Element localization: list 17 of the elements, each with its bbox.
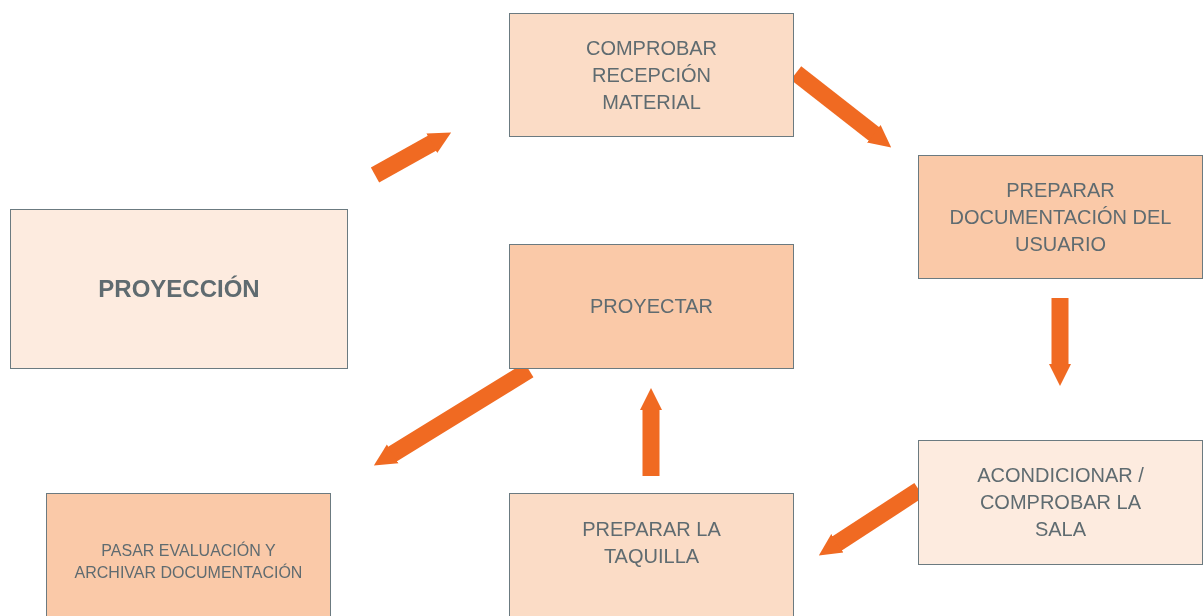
box-label: COMPROBAR RECEPCIÓN MATERIAL — [584, 35, 719, 115]
process-box — [918, 155, 1203, 279]
process-box — [509, 493, 794, 616]
box-label: PROYECCIÓN — [98, 273, 260, 304]
box-label: ACONDICIONAR / COMPROBAR LA SALA — [976, 463, 1145, 542]
block-arrow — [1048, 298, 1072, 386]
process-box — [46, 493, 331, 616]
box-label: PROYECTAR — [590, 294, 713, 319]
box-label: PREPARAR LA TAQUILLA — [581, 517, 722, 569]
process-box — [10, 209, 348, 369]
box-label: PREPARAR DOCUMENTACIÓN DEL USUARIO — [948, 177, 1173, 257]
block-arrow — [370, 132, 452, 183]
process-box — [918, 440, 1203, 565]
process-box — [509, 13, 794, 137]
block-arrow — [639, 388, 663, 476]
process-box — [509, 244, 794, 369]
box-label: PASAR EVALUACIÓN Y ARCHIVAR DOCUMENTACIÓN — [73, 540, 304, 583]
